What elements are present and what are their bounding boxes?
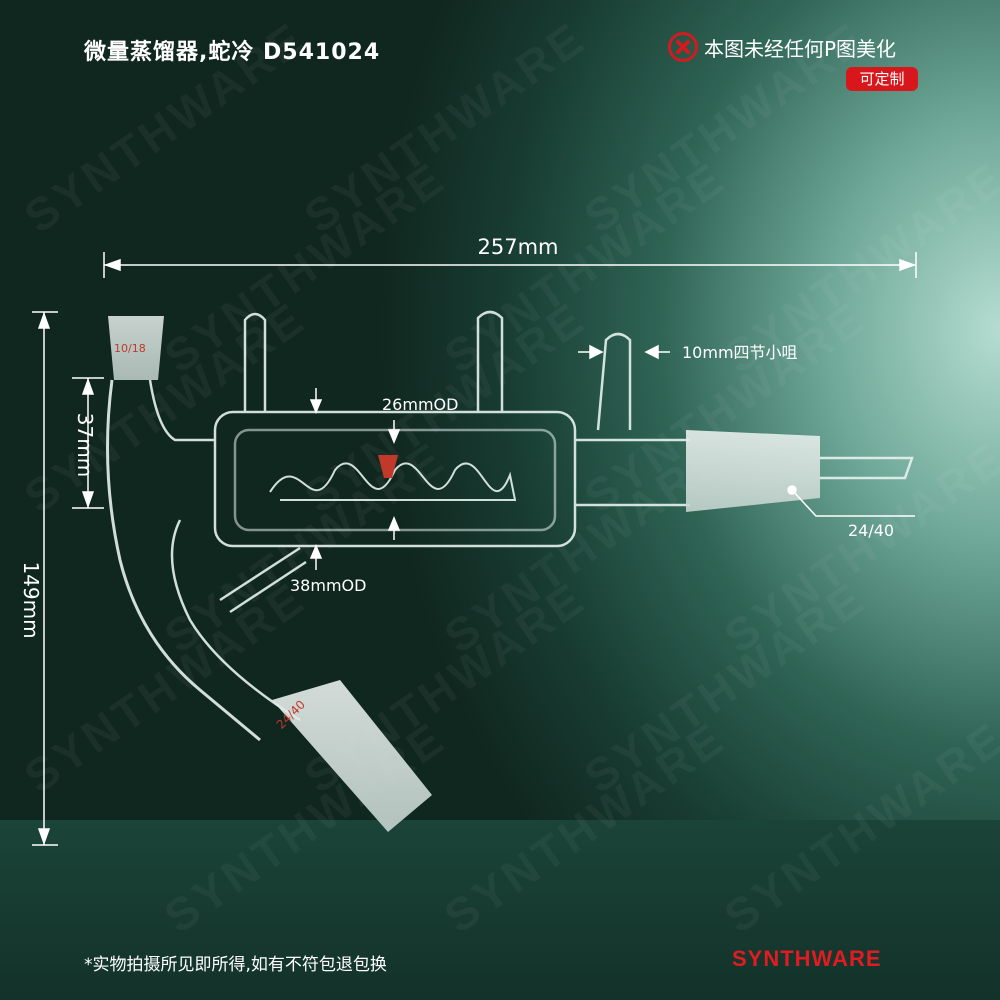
dimension-lines: [32, 252, 917, 846]
height-total-label: 149mm: [19, 561, 43, 638]
bottom-joint-24-40: [272, 680, 432, 832]
outer-od-label: 38mmOD: [290, 576, 366, 595]
glass-apparatus: [106, 310, 914, 742]
notice-text: 本图未经任何P图美化: [704, 36, 897, 61]
hose-barb-label: 10mm四节小咀: [682, 343, 798, 362]
length-label: 257mm: [478, 235, 559, 259]
product-title: 微量蒸馏器,蛇冷 D541024: [84, 40, 381, 65]
top-joint-10-18: [108, 316, 164, 380]
x-circle-icon: [668, 32, 698, 62]
brand-logo: SYNTHWARE: [732, 946, 882, 971]
height-top-label: 37mm: [73, 413, 97, 477]
right-joint-24-40: [686, 430, 820, 512]
customizable-badge[interactable]: 可定制: [846, 67, 918, 91]
no-retouch-notice: 本图未经任何P图美化: [668, 32, 896, 62]
backdrop-floor: [0, 820, 1000, 1000]
inner-od-label: 26mmOD: [382, 395, 458, 414]
right-joint-label: 24/40: [848, 521, 894, 540]
logo-mark-icon: [378, 455, 398, 478]
disclaimer: *实物拍摄所见即所得,如有不符包退包换: [84, 955, 387, 975]
top-joint-mark: 10/18: [114, 342, 146, 355]
